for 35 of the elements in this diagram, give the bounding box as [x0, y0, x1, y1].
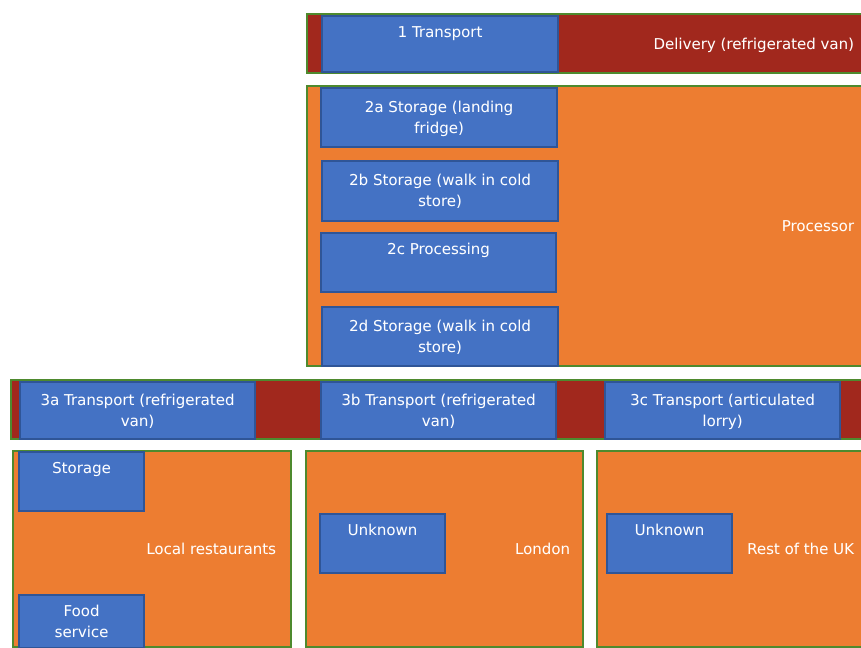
- band-label: Rest of the UK: [747, 538, 854, 560]
- band-label: London: [515, 538, 570, 560]
- box-label: 2d Storage (walk in cold store): [348, 316, 532, 358]
- process-box: [18, 594, 145, 648]
- region-band: [10, 379, 861, 440]
- process-box: [320, 381, 557, 440]
- band-label: Processor: [782, 216, 854, 237]
- region-band: [12, 450, 292, 648]
- process-box: [321, 160, 559, 222]
- box-label: Unknown: [348, 520, 418, 541]
- process-box: [321, 15, 559, 73]
- region-band: [596, 450, 861, 648]
- box-label: Storage: [52, 458, 111, 479]
- box-label: 2b Storage (walk in cold store): [348, 170, 532, 212]
- process-box: [18, 451, 145, 512]
- box-label: 3b Transport (refrigerated van): [340, 390, 537, 432]
- box-label: 2a Storage (landing fridge): [364, 96, 514, 138]
- region-band: [305, 450, 584, 648]
- process-box: [320, 232, 557, 293]
- box-label: 2c Processing: [387, 239, 490, 260]
- process-box: [606, 513, 733, 574]
- box-label: Food service: [54, 600, 110, 642]
- process-box: [320, 87, 558, 148]
- process-box: [604, 381, 841, 440]
- process-box: [321, 306, 559, 367]
- process-box: [19, 381, 256, 440]
- box-label: 3c Transport (articulated lorry): [629, 390, 816, 432]
- box-label: 3a Transport (refrigerated van): [40, 390, 236, 432]
- band-label: Local restaurants: [146, 538, 276, 560]
- box-label: 1 Transport: [398, 22, 482, 43]
- region-band: [306, 85, 861, 367]
- box-label: Unknown: [634, 520, 704, 541]
- process-box: [319, 513, 446, 574]
- region-band: [306, 13, 861, 74]
- band-label: Delivery (refrigerated van): [653, 33, 854, 54]
